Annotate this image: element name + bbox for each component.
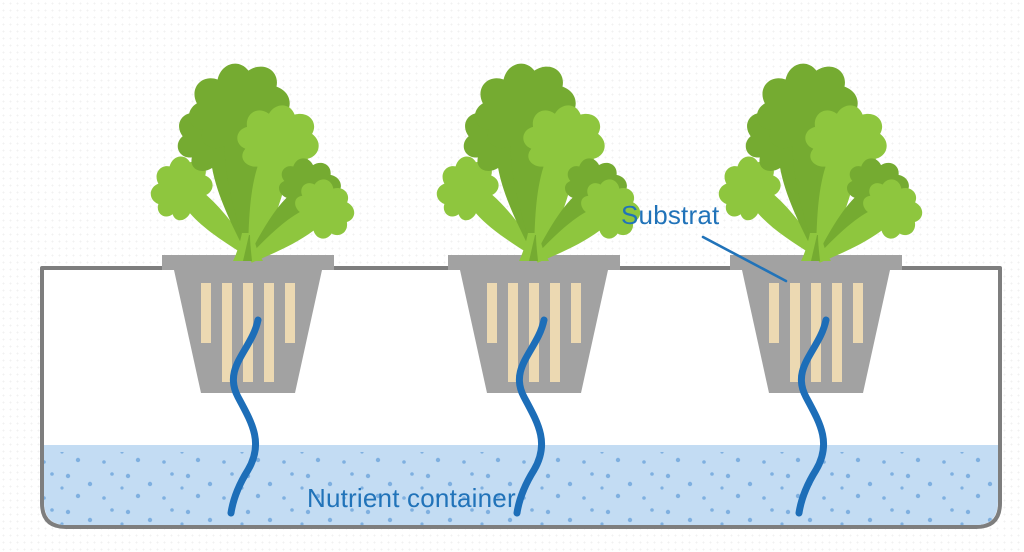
lettuce-plant-3 [706, 60, 933, 284]
nutrient-container-label: Nutrient container [307, 483, 516, 513]
lettuce-plant-1 [138, 60, 365, 284]
substrat-label: Substrat [621, 200, 720, 230]
nutrient-solution [44, 445, 998, 525]
substrat-pointer-line [701, 235, 788, 283]
lettuce-plant-2 [424, 60, 651, 284]
